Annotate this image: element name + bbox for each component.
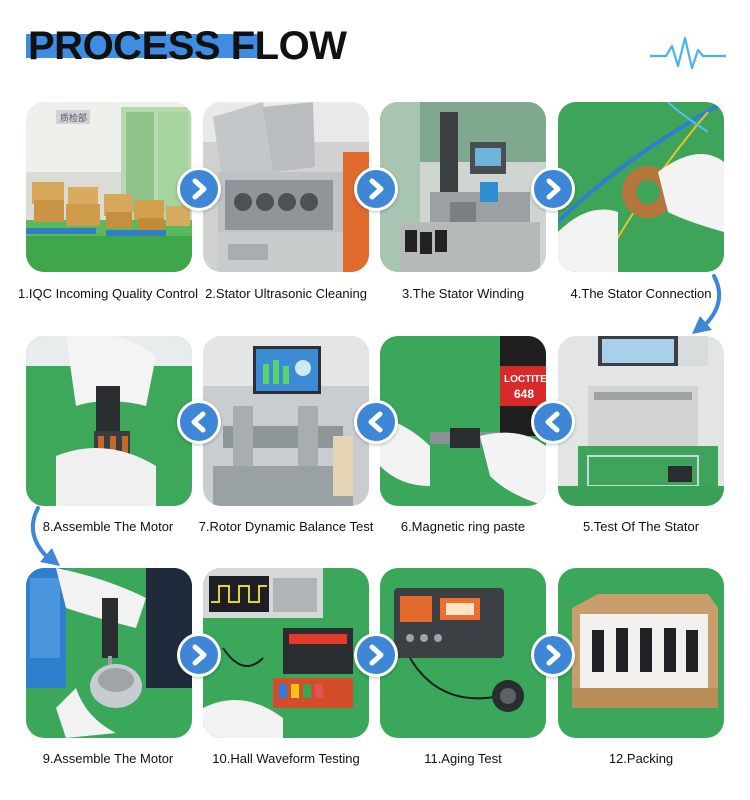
curve-arrow-down-right xyxy=(692,274,722,334)
step-label-5: 5.Test Of The Stator xyxy=(582,519,700,534)
step-photo-rotor-balance xyxy=(203,336,369,506)
step-photo-stator-connection xyxy=(558,102,724,272)
step-arrow-right-4 xyxy=(177,633,221,677)
step-photo-magnetic-ring-paste: LOCTITE 648 xyxy=(380,336,546,506)
step-photo-assemble-motor-a xyxy=(26,336,192,506)
title-underline-bar xyxy=(26,34,258,58)
heartbeat-pulse-icon xyxy=(650,36,726,70)
step-photo-packing xyxy=(558,568,724,738)
svg-text:648: 648 xyxy=(514,387,534,401)
step-photo-hall-waveform xyxy=(203,568,369,738)
step-label-9: 9.Assemble The Motor xyxy=(42,751,174,766)
step-label-4: 4.The Stator Connection xyxy=(570,286,712,301)
step-photo-ultrasonic-cleaning xyxy=(203,102,369,272)
step-arrow-right-1 xyxy=(177,167,221,211)
page-title: PROCESS FLOW xyxy=(28,24,347,68)
step-label-6: 6.Magnetic ring paste xyxy=(400,519,526,534)
step-photo-iqc: 质检部 xyxy=(26,102,192,272)
step-photo-stator-test xyxy=(558,336,724,506)
step-label-12: 12.Packing xyxy=(608,751,674,766)
step-arrow-right-6 xyxy=(531,633,575,677)
step-photo-stator-winding xyxy=(380,102,546,272)
curve-arrow-down-left xyxy=(30,506,60,566)
step-label-7: 7.Rotor Dynamic Balance Test xyxy=(198,519,374,534)
step-label-8: 8.Assemble The Motor xyxy=(42,519,174,534)
step-label-11: 11.Aging Test xyxy=(424,751,502,766)
step-label-1: 1.IQC Incoming Quality Control xyxy=(18,286,198,301)
step-arrow-left-1 xyxy=(531,400,575,444)
step-photo-assemble-motor-b xyxy=(26,568,192,738)
step-arrow-right-5 xyxy=(354,633,398,677)
step-label-2: 2.Stator Ultrasonic Cleaning xyxy=(205,286,367,301)
svg-text:LOCTITE: LOCTITE xyxy=(504,374,546,385)
step-arrow-left-3 xyxy=(177,400,221,444)
step-photo-aging-test xyxy=(380,568,546,738)
svg-text:质检部: 质检部 xyxy=(60,112,87,124)
step-label-10: 10.Hall Waveform Testing xyxy=(212,751,360,766)
step-arrow-left-2 xyxy=(354,400,398,444)
step-arrow-right-2 xyxy=(354,167,398,211)
step-label-3: 3.The Stator Winding xyxy=(401,286,525,301)
step-arrow-right-3 xyxy=(531,167,575,211)
